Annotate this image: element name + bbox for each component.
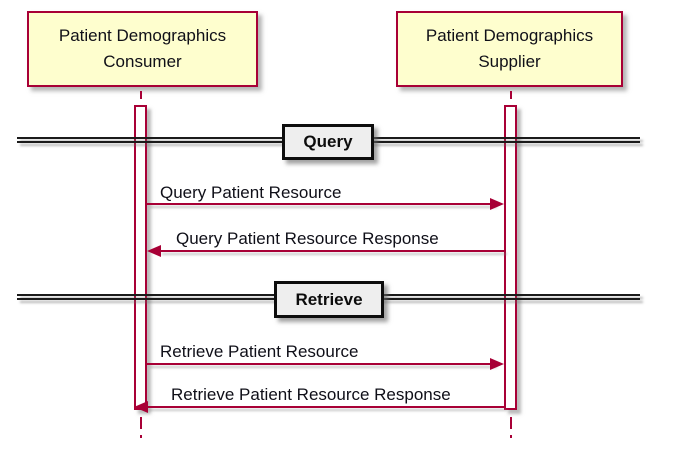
divider-retrieve: Retrieve	[274, 281, 384, 318]
arrowhead-right-icon	[490, 358, 504, 370]
lifeline-consumer-top	[140, 91, 142, 99]
activation-bar-supplier	[504, 105, 517, 410]
activation-bar-consumer	[134, 105, 147, 410]
message-label-retrieve-request: Retrieve Patient Resource	[160, 342, 359, 361]
divider-retrieve-label: Retrieve	[295, 289, 363, 309]
arrowhead-right-icon	[490, 198, 504, 210]
participant-supplier-line2: Supplier	[478, 52, 541, 71]
divider-query-label: Query	[303, 132, 353, 151]
message-label-query-request: Query Patient Resource	[160, 183, 342, 202]
participant-consumer-line2: Consumer	[103, 52, 182, 71]
message-line-retrieve-request	[147, 363, 494, 365]
participant-supplier: Patient Demographics Supplier	[396, 11, 623, 87]
participant-consumer: Patient Demographics Consumer	[27, 11, 258, 87]
participant-consumer-line1: Patient Demographics	[58, 26, 227, 45]
message-label-retrieve-response: Retrieve Patient Resource Response	[171, 385, 451, 404]
arrowhead-left-icon	[147, 245, 161, 257]
lifeline-supplier-bottom	[510, 417, 512, 439]
message-label-query-response: Query Patient Resource Response	[176, 229, 439, 248]
message-line-query-request	[147, 203, 494, 205]
message-line-retrieve-response	[146, 406, 504, 408]
participant-supplier-line1: Patient Demographics	[425, 26, 594, 45]
lifeline-supplier-top	[510, 91, 512, 99]
divider-query: Query	[282, 124, 374, 160]
message-line-query-response	[159, 250, 504, 252]
lifeline-consumer-bottom	[140, 417, 142, 439]
arrowhead-left-icon	[134, 401, 148, 413]
